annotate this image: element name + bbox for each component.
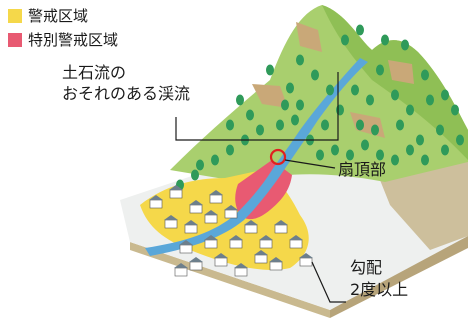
tree-icon — [316, 149, 324, 161]
house-icon — [204, 235, 218, 249]
tree-icon — [346, 149, 354, 161]
house-icon — [174, 263, 188, 277]
tree-icon — [296, 54, 304, 66]
house-icon — [149, 195, 163, 209]
tree-icon — [421, 154, 429, 166]
house-icon — [289, 235, 303, 249]
landslide-scar-4 — [388, 60, 414, 84]
house-icon — [274, 220, 288, 234]
tree-icon — [361, 139, 369, 151]
slope-leader-line — [311, 261, 346, 303]
tree-icon — [396, 119, 404, 131]
tree-icon — [406, 104, 414, 116]
stream-label-line2: おそれのある渓流 — [62, 84, 191, 103]
tree-icon — [266, 64, 274, 76]
trees — [176, 24, 464, 191]
tree-icon — [421, 69, 429, 81]
tree-icon — [286, 82, 294, 94]
tree-icon — [391, 154, 399, 166]
houses — [149, 185, 313, 277]
tree-icon — [246, 109, 254, 121]
tree-icon — [211, 154, 219, 166]
house-icon — [189, 257, 203, 271]
tree-icon — [326, 84, 334, 96]
terrain-base-front — [130, 242, 330, 318]
legend-swatch-warning — [8, 9, 22, 23]
tree-icon — [196, 159, 204, 171]
landslide-scar-2 — [252, 84, 288, 108]
tree-icon — [351, 84, 359, 96]
tree-icon — [371, 124, 379, 136]
tree-icon — [406, 144, 414, 156]
stream-label-line1: 土石流の — [62, 63, 127, 82]
house-icon — [224, 205, 238, 219]
fan-apex-leader-line — [284, 159, 336, 169]
tree-icon — [291, 114, 299, 126]
legend-item-warning: 警戒区域 — [8, 6, 88, 26]
tree-icon — [366, 94, 374, 106]
legend-item-special-warning: 特別警戒区域 — [8, 30, 118, 50]
tree-icon — [191, 169, 199, 181]
house-icon — [209, 190, 223, 204]
tree-icon — [226, 144, 234, 156]
tree-icon — [341, 34, 349, 46]
house-icon — [164, 215, 178, 229]
tree-icon — [376, 149, 384, 161]
house-icon — [189, 200, 203, 214]
tree-icon — [451, 104, 459, 116]
legend-label-special-warning: 特別警戒区域 — [28, 31, 119, 49]
fan-apex-label: 扇頂部 — [338, 160, 387, 179]
tree-icon — [391, 89, 399, 101]
tree-icon — [441, 89, 449, 101]
tree-icon — [331, 144, 339, 156]
tree-icon — [381, 34, 389, 46]
house-icon — [204, 210, 218, 224]
mountain-cliff — [380, 160, 468, 250]
house-icon — [254, 250, 268, 264]
tree-icon — [436, 124, 444, 136]
tree-icon — [321, 119, 329, 131]
stream-gully — [145, 58, 368, 256]
tree-icon — [426, 94, 434, 106]
legend-label-warning: 警戒区域 — [28, 7, 89, 25]
tree-icon — [296, 99, 304, 111]
tree-icon — [416, 134, 424, 146]
tree-icon — [311, 69, 319, 81]
tree-icon — [336, 104, 344, 116]
house-icon — [244, 220, 258, 234]
fan-apex-marker — [269, 148, 287, 166]
legend-swatch-special-warning — [8, 33, 22, 47]
tree-icon — [441, 144, 449, 156]
slope-label-line2: 2度以上 — [350, 280, 409, 299]
tree-icon — [356, 24, 364, 36]
mountain-ridge-shade — [322, 5, 468, 160]
house-icon — [259, 235, 273, 249]
tree-icon — [456, 134, 464, 146]
house-icon — [269, 257, 283, 271]
landslide-scar-1 — [296, 22, 322, 52]
tree-icon — [276, 119, 284, 131]
tree-icon — [256, 124, 264, 136]
slope-label-line1: 勾配 — [350, 258, 383, 277]
house-icon — [179, 240, 193, 254]
tree-icon — [401, 39, 409, 51]
house-icon — [169, 185, 183, 199]
tree-icon — [236, 94, 244, 106]
stream-leader-line — [175, 72, 339, 141]
house-icon — [184, 220, 198, 234]
house-icon — [234, 263, 248, 277]
tree-icon — [281, 99, 289, 111]
tree-icon — [226, 119, 234, 131]
tree-icon — [376, 64, 384, 76]
house-icon — [214, 253, 228, 267]
house-icon — [229, 235, 243, 249]
tree-icon — [356, 119, 364, 131]
